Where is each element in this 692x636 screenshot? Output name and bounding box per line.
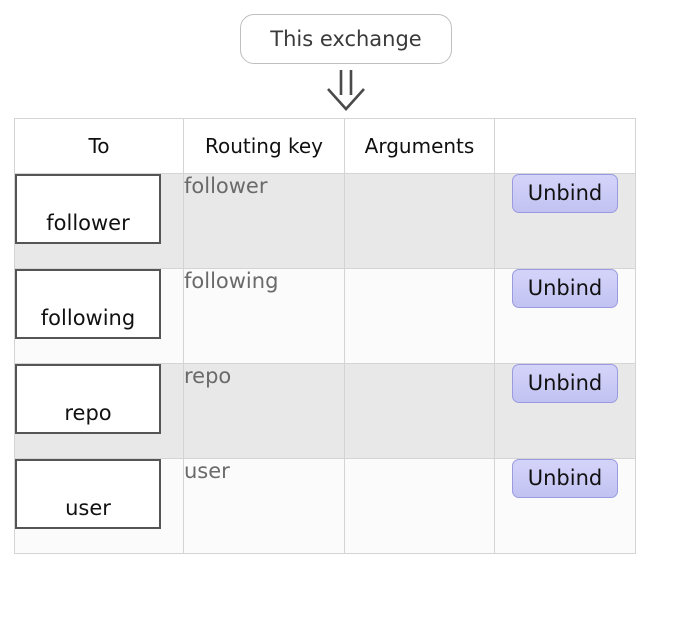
cell-to: repo xyxy=(14,363,184,460)
cell-arguments xyxy=(344,363,495,460)
column-header-routing-key: Routing key xyxy=(183,118,345,175)
queue-link[interactable]: user xyxy=(15,459,161,530)
cell-arguments xyxy=(344,268,495,365)
cell-to: following xyxy=(14,268,184,365)
bindings-table: To Routing key Arguments follower follow… xyxy=(14,118,636,555)
cell-action: Unbind xyxy=(494,268,636,365)
queue-link[interactable]: following xyxy=(15,269,161,340)
table-row: repo repo Unbind xyxy=(14,363,636,460)
cell-to: user xyxy=(14,458,184,555)
cell-action: Unbind xyxy=(494,173,636,270)
unbind-button[interactable]: Unbind xyxy=(511,174,619,214)
exchange-node: This exchange xyxy=(240,14,452,65)
cell-to: follower xyxy=(14,173,184,270)
table-row: user user Unbind xyxy=(14,458,636,555)
unbind-button[interactable]: Unbind xyxy=(511,459,619,499)
cell-routing-key: following xyxy=(183,268,345,365)
cell-arguments xyxy=(344,173,495,270)
bindings-table-container: To Routing key Arguments follower follow… xyxy=(0,118,692,555)
cell-routing-key: follower xyxy=(183,173,345,270)
table-header-row: To Routing key Arguments xyxy=(14,118,636,175)
cell-action: Unbind xyxy=(494,363,636,460)
cell-arguments xyxy=(344,458,495,555)
double-down-arrow-icon xyxy=(324,64,368,118)
queue-link[interactable]: follower xyxy=(15,174,161,245)
column-header-to: To xyxy=(14,118,184,175)
exchange-topology: This exchange xyxy=(0,0,692,118)
unbind-button[interactable]: Unbind xyxy=(511,364,619,404)
table-row: following following Unbind xyxy=(14,268,636,365)
table-row: follower follower Unbind xyxy=(14,173,636,270)
cell-action: Unbind xyxy=(494,458,636,555)
column-header-arguments: Arguments xyxy=(344,118,495,175)
bindings-table-body: follower follower Unbind following follo… xyxy=(14,173,636,555)
cell-routing-key: repo xyxy=(183,363,345,460)
queue-link[interactable]: repo xyxy=(15,364,161,435)
cell-routing-key: user xyxy=(183,458,345,555)
column-header-actions xyxy=(494,118,636,175)
unbind-button[interactable]: Unbind xyxy=(511,269,619,309)
